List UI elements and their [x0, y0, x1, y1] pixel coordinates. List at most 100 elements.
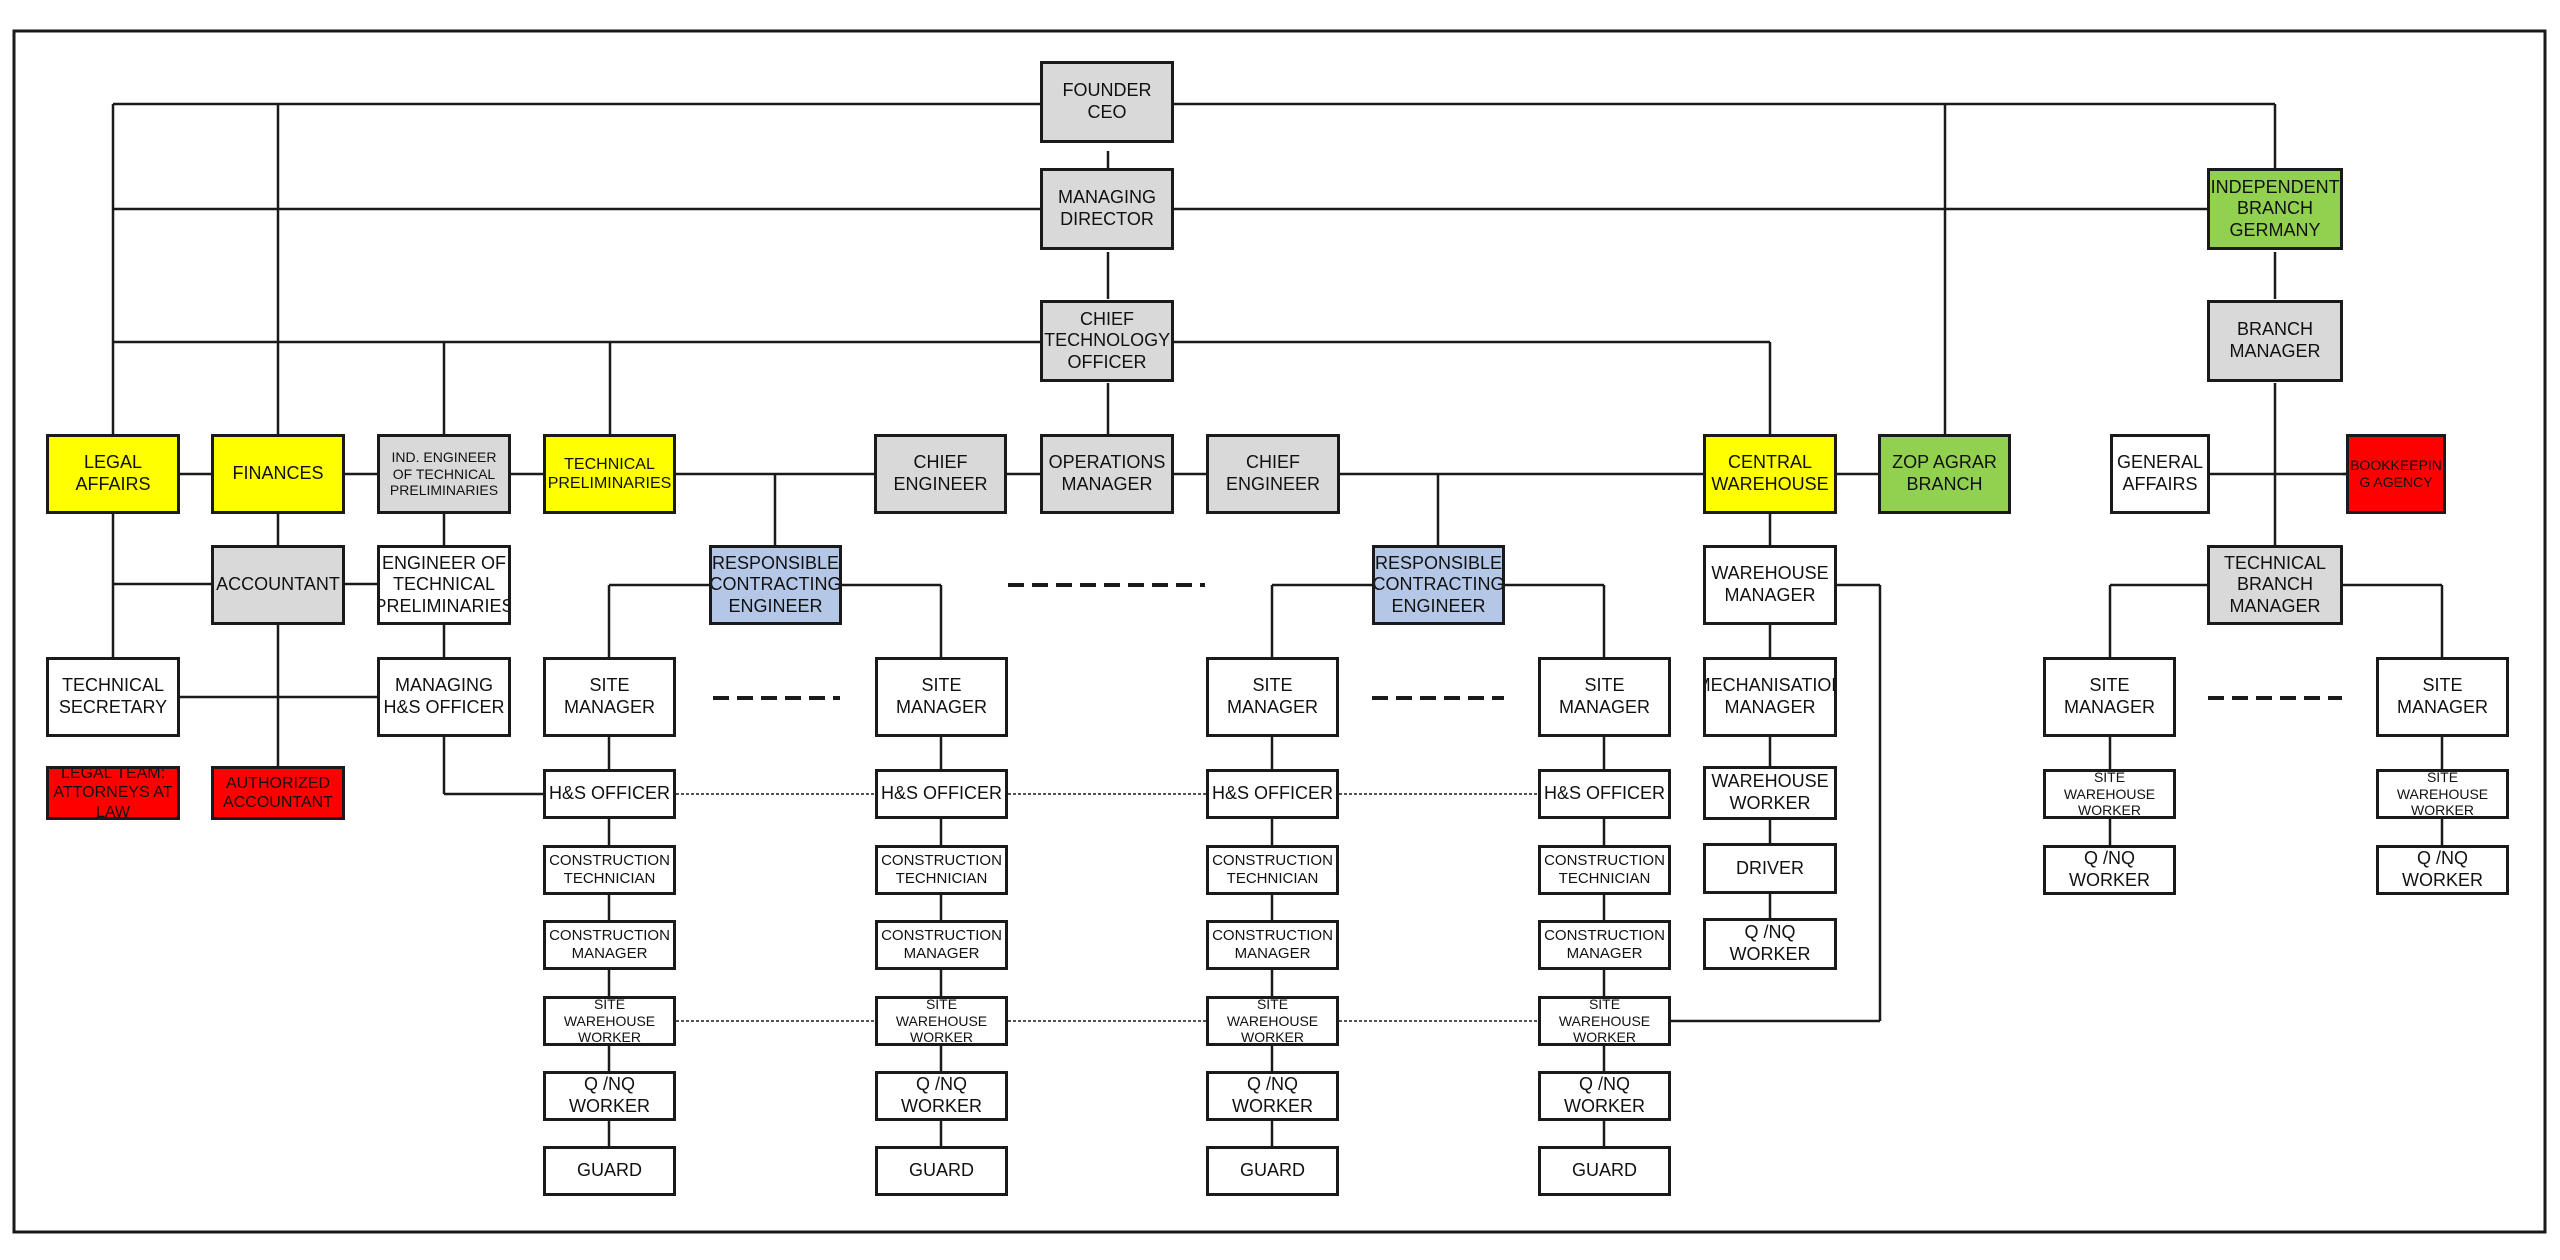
guard-box-2: GUARD: [875, 1146, 1008, 1196]
construction-technician-box-1-label: CONSTRUCTION TECHNICIAN: [549, 852, 670, 887]
guard-box-1-label: GUARD: [576, 1160, 642, 1181]
branch-qnq-worker-box-2-label: Q /NQ WORKER: [2402, 848, 2483, 890]
branch-site-manager-box-1-label: SITE MANAGER: [2063, 675, 2155, 717]
site-warehouse-worker-box-3: SITE WAREHOUSE WORKER: [1206, 996, 1339, 1046]
technical-secretary-box: TECHNICAL SECRETARY: [46, 657, 180, 737]
responsible-contracting-engineer-box-label: RESPONSIBLE CONTRACTING ENGINEER: [709, 552, 842, 616]
construction-manager-box-4-label: CONSTRUCTION MANAGER: [1544, 927, 1665, 962]
hs-officer-box-4: H&S OFFICER: [1538, 769, 1671, 819]
branch-qnq-worker-box-1-label: Q /NQ WORKER: [2069, 848, 2150, 890]
construction-technician-box-3-label: CONSTRUCTION TECHNICIAN: [1212, 852, 1333, 887]
hs-officer-box-3: H&S OFFICER: [1206, 769, 1339, 819]
authorized-accountant-box-label: AUTHORIZED ACCOUNTANT: [223, 774, 333, 811]
site-manager-box-1-label: SITE MANAGER: [563, 675, 655, 717]
ind-engineer-technical-preliminaries-box: IND. ENGINEER OF TECHNICAL PRELIMINARIES: [377, 434, 511, 514]
branch-manager-box-label: BRANCH MANAGER: [2229, 319, 2321, 361]
guard-box-2-label: GUARD: [908, 1160, 974, 1181]
ind-engineer-technical-preliminaries-box-label: IND. ENGINEER OF TECHNICAL PRELIMINARIES: [389, 448, 499, 499]
hs-officer-box-1: H&S OFFICER: [543, 769, 676, 819]
technical-branch-manager-box: TECHNICAL BRANCH MANAGER: [2207, 545, 2343, 625]
technical-preliminaries-box-label: TECHNICAL PRELIMINARIES: [547, 455, 672, 492]
bookkeeping-agency-box: BOOKKEEPIN G AGENCY: [2346, 434, 2446, 514]
managing-hs-officer-box-label: MANAGING H&S OFFICER: [383, 675, 505, 717]
construction-technician-box-2: CONSTRUCTION TECHNICIAN: [875, 845, 1008, 895]
responsible-contracting-engineer-box: RESPONSIBLE CONTRACTING ENGINEER: [709, 545, 842, 625]
guard-box-4-label: GUARD: [1571, 1160, 1637, 1181]
branch-site-warehouse-worker-box-1: SITE WAREHOUSE WORKER: [2043, 769, 2176, 819]
independent-branch-germany-box-label: INDEPENDENT BRANCH GERMANY: [2210, 176, 2340, 240]
chief-engineer-box-2-label: CHIEF ENGINEER: [1225, 452, 1321, 494]
engineer-technical-preliminaries-box: ENGINEER OF TECHNICAL PRELIMINARIES: [377, 545, 511, 625]
operations-manager-box-label: OPERATIONS MANAGER: [1048, 452, 1166, 494]
hs-officer-box-1-label: H&S OFFICER: [548, 783, 670, 804]
construction-manager-box-2-label: CONSTRUCTION MANAGER: [881, 927, 1002, 962]
site-manager-box-4: SITE MANAGER: [1538, 657, 1671, 737]
managing-hs-officer-box: MANAGING H&S OFFICER: [377, 657, 511, 737]
qnq-worker-box-4: Q /NQ WORKER: [1538, 1071, 1671, 1121]
accountant-box-label: ACCOUNTANT: [216, 574, 340, 595]
qnq-worker-box-1-label: Q /NQ WORKER: [569, 1074, 650, 1116]
accountant-box: ACCOUNTANT: [211, 545, 345, 625]
construction-manager-box-1-label: CONSTRUCTION MANAGER: [549, 927, 670, 962]
site-warehouse-worker-box-4-label: SITE WAREHOUSE WORKER: [1558, 996, 1651, 1046]
site-warehouse-worker-box-2-label: SITE WAREHOUSE WORKER: [895, 996, 988, 1046]
site-warehouse-worker-box-2: SITE WAREHOUSE WORKER: [875, 996, 1008, 1046]
warehouse-manager-box: WAREHOUSE MANAGER: [1703, 545, 1837, 625]
site-manager-box-2-label: SITE MANAGER: [895, 675, 987, 717]
construction-manager-box-3: CONSTRUCTION MANAGER: [1206, 920, 1339, 970]
guard-box-4: GUARD: [1538, 1146, 1671, 1196]
warehouse-worker-box: WAREHOUSE WORKER: [1703, 766, 1837, 820]
construction-technician-box-2-label: CONSTRUCTION TECHNICIAN: [881, 852, 1002, 887]
finances-box-label: FINANCES: [232, 463, 324, 484]
qnq-worker-warehouse-box: Q /NQ WORKER: [1703, 918, 1837, 970]
site-manager-box-1: SITE MANAGER: [543, 657, 676, 737]
qnq-worker-box-3: Q /NQ WORKER: [1206, 1071, 1339, 1121]
zop-agrar-branch-box-label: ZOP AGRAR BRANCH: [1892, 452, 1997, 494]
hs-officer-box-2-label: H&S OFFICER: [880, 783, 1002, 804]
qnq-worker-box-2-label: Q /NQ WORKER: [901, 1074, 982, 1116]
independent-branch-germany-box: INDEPENDENT BRANCH GERMANY: [2207, 168, 2343, 250]
zop-agrar-branch-box: ZOP AGRAR BRANCH: [1878, 434, 2011, 514]
legal-affairs-box: LEGAL AFFAIRS: [46, 434, 180, 514]
hs-officer-box-4-label: H&S OFFICER: [1543, 783, 1665, 804]
guard-box-1: GUARD: [543, 1146, 676, 1196]
technical-preliminaries-box: TECHNICAL PRELIMINARIES: [543, 434, 676, 514]
construction-manager-box-4: CONSTRUCTION MANAGER: [1538, 920, 1671, 970]
hs-officer-box-2: H&S OFFICER: [875, 769, 1008, 819]
construction-technician-box-4: CONSTRUCTION TECHNICIAN: [1538, 845, 1671, 895]
qnq-worker-box-1: Q /NQ WORKER: [543, 1071, 676, 1121]
chief-technology-officer-box: CHIEF TECHNOLOGY OFFICER: [1040, 300, 1174, 382]
warehouse-worker-box-label: WAREHOUSE WORKER: [1711, 771, 1829, 813]
chief-engineer-box-label: CHIEF ENGINEER: [893, 452, 988, 494]
authorized-accountant-box: AUTHORIZED ACCOUNTANT: [211, 766, 345, 820]
site-warehouse-worker-box-1-label: SITE WAREHOUSE WORKER: [563, 996, 656, 1046]
construction-technician-box-4-label: CONSTRUCTION TECHNICIAN: [1544, 852, 1665, 887]
technical-secretary-box-label: TECHNICAL SECRETARY: [58, 675, 168, 717]
branch-qnq-worker-box-2: Q /NQ WORKER: [2376, 845, 2509, 895]
guard-box-3: GUARD: [1206, 1146, 1339, 1196]
operations-manager-box: OPERATIONS MANAGER: [1040, 434, 1174, 514]
chart-frame: [12, 29, 2547, 1234]
driver-box-label: DRIVER: [1735, 857, 1804, 878]
construction-manager-box-2: CONSTRUCTION MANAGER: [875, 920, 1008, 970]
construction-technician-box-1: CONSTRUCTION TECHNICIAN: [543, 845, 676, 895]
managing-director-box-label: MANAGING DIRECTOR: [1057, 187, 1156, 229]
site-manager-box-3-label: SITE MANAGER: [1226, 675, 1318, 717]
founder-ceo-box: FOUNDER CEO: [1040, 61, 1174, 143]
responsible-contracting-engineer-box-2: RESPONSIBLE CONTRACTING ENGINEER: [1372, 545, 1505, 625]
managing-director-box: MANAGING DIRECTOR: [1040, 168, 1174, 250]
finances-box: FINANCES: [211, 434, 345, 514]
bookkeeping-agency-box-label: BOOKKEEPIN G AGENCY: [2350, 457, 2442, 490]
chief-technology-officer-box-label: CHIEF TECHNOLOGY OFFICER: [1044, 308, 1171, 372]
mechanisation-manager-box-label: MECHANISATION MANAGER: [1703, 675, 1837, 717]
legal-affairs-box-label: LEGAL AFFAIRS: [75, 452, 151, 494]
qnq-worker-box-2: Q /NQ WORKER: [875, 1071, 1008, 1121]
construction-manager-box-1: CONSTRUCTION MANAGER: [543, 920, 676, 970]
branch-site-manager-box-2-label: SITE MANAGER: [2396, 675, 2488, 717]
branch-site-warehouse-worker-box-1-label: SITE WAREHOUSE WORKER: [2063, 769, 2156, 819]
qnq-worker-box-4-label: Q /NQ WORKER: [1564, 1074, 1645, 1116]
general-affairs-box: GENERAL AFFAIRS: [2110, 434, 2210, 514]
mechanisation-manager-box: MECHANISATION MANAGER: [1703, 657, 1837, 737]
founder-ceo-box-label: FOUNDER CEO: [1062, 80, 1152, 122]
